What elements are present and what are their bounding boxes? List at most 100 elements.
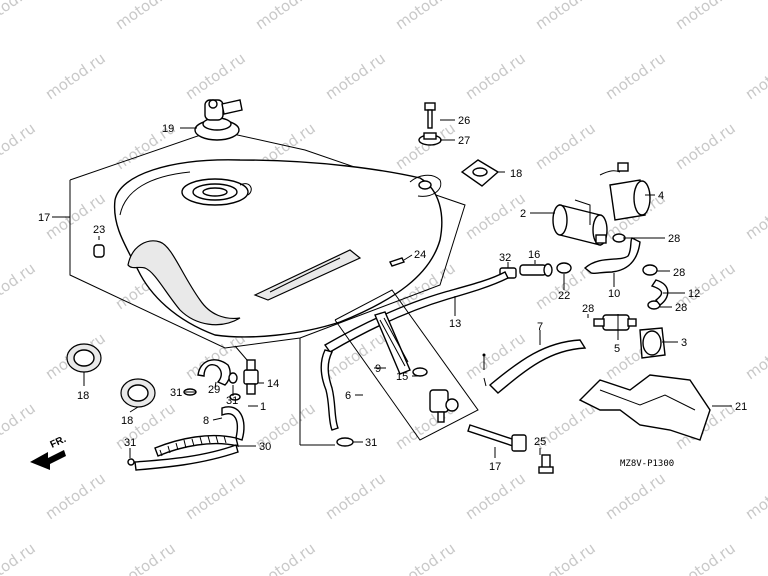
callout-32: 32 bbox=[499, 252, 511, 264]
rubber-18-a bbox=[66, 343, 102, 373]
clamp-21 bbox=[556, 262, 572, 274]
rubber-18-b bbox=[120, 378, 156, 408]
leader-lines bbox=[52, 119, 732, 458]
grommet-23 bbox=[93, 244, 105, 258]
rubber-19 bbox=[460, 159, 500, 187]
watermark-text: motod.ru bbox=[0, 539, 39, 576]
callout-25: 25 bbox=[534, 436, 546, 448]
bracket-22 bbox=[578, 374, 711, 441]
fuel-cock bbox=[429, 389, 459, 423]
pump-cushion-4 bbox=[599, 162, 651, 221]
hose-8 bbox=[221, 406, 245, 441]
band-3 bbox=[639, 327, 666, 359]
watermark-text: motod.ru bbox=[392, 0, 459, 33]
watermark-text: motod.ru bbox=[322, 469, 389, 523]
diagram-code: MZ8V-P1300 bbox=[620, 459, 674, 469]
callout-31-c: 31 bbox=[124, 437, 136, 449]
callout-16: 16 bbox=[528, 249, 540, 261]
bolt-25 bbox=[538, 454, 554, 474]
front-arrow: FR. bbox=[30, 434, 68, 470]
watermark-text: motod.ru bbox=[252, 0, 319, 33]
hose-29 bbox=[197, 359, 231, 386]
tank-group-outline bbox=[69, 129, 466, 349]
watermark-text: motod.ru bbox=[602, 469, 669, 523]
callout-22: 21 bbox=[735, 401, 747, 413]
watermark-text: motod.ru bbox=[0, 259, 39, 313]
callout-23: 23 bbox=[93, 224, 105, 236]
watermark-text: motod.ru bbox=[602, 49, 669, 103]
watermark-text: motod.ru bbox=[392, 539, 459, 576]
callout-3: 3 bbox=[681, 337, 687, 349]
callout-11: 13 bbox=[449, 318, 461, 330]
callout-6: 6 bbox=[345, 390, 351, 402]
watermark-text: motod.ru bbox=[742, 329, 768, 383]
watermark-text: motod.ru bbox=[742, 49, 768, 103]
oring-13 bbox=[412, 367, 428, 377]
watermark-text: motod.ru bbox=[112, 0, 179, 33]
callout-15: 17 bbox=[489, 461, 501, 473]
fuel-pump bbox=[552, 199, 608, 246]
valve-group-outline bbox=[334, 289, 479, 441]
fuel-cap bbox=[194, 99, 243, 141]
callout-20: 19 bbox=[162, 123, 174, 135]
watermark-text: motod.ru bbox=[42, 469, 109, 523]
watermark-text: motod.ru bbox=[0, 399, 39, 453]
callout-5: 5 bbox=[614, 343, 620, 355]
callout-24: 24 bbox=[414, 249, 426, 261]
callout-28-d: 28 bbox=[582, 303, 594, 315]
callout-28-c: 28 bbox=[675, 302, 687, 314]
callout-28-b: 28 bbox=[673, 267, 685, 279]
joint-14 bbox=[243, 359, 259, 395]
rod-15 bbox=[467, 424, 527, 452]
clip-31-c bbox=[228, 372, 238, 384]
spring-coils bbox=[159, 435, 227, 457]
strainer-mesh bbox=[379, 317, 409, 367]
callout-26: 26 bbox=[458, 115, 470, 127]
fuel-tank bbox=[113, 159, 443, 338]
callout-1: 1 bbox=[260, 401, 266, 413]
watermark-text: motod.ru bbox=[742, 189, 768, 243]
watermark-text: motod.ru bbox=[182, 469, 249, 523]
bracket-detail bbox=[599, 389, 696, 411]
callout-9: 9 bbox=[375, 363, 381, 375]
clamp-28-b bbox=[642, 264, 658, 276]
callout-12: 12 bbox=[688, 288, 700, 300]
callout-10: 10 bbox=[608, 288, 620, 300]
callout-18-a: 18 bbox=[77, 390, 89, 402]
bolt-26 bbox=[424, 102, 436, 129]
watermark-text: motod.ru bbox=[392, 119, 459, 173]
fuel-filter-5 bbox=[593, 314, 637, 331]
watermark-text: motod.ru bbox=[462, 469, 529, 523]
callout-17: 17 bbox=[38, 212, 50, 224]
watermark-text: motod.ru bbox=[462, 189, 529, 243]
watermark-text: motod.ru bbox=[322, 49, 389, 103]
callout-30: 30 bbox=[259, 441, 271, 453]
watermark-text: motod.ru bbox=[182, 49, 249, 103]
watermark-text: motod.ru bbox=[672, 119, 739, 173]
front-label: FR. bbox=[49, 434, 68, 451]
watermark-text: motod.ru bbox=[672, 0, 739, 33]
watermark-text: motod.ru bbox=[672, 539, 739, 576]
callout-18-b: 18 bbox=[121, 415, 133, 427]
hose-10 bbox=[583, 237, 641, 275]
callout-layer: 19 26 27 18 2 4 28 28 12 28 17 23 24 32 … bbox=[38, 115, 747, 473]
watermark-text: motod.ru bbox=[532, 119, 599, 173]
callout-31-e: 31 bbox=[365, 437, 377, 449]
hose-12 bbox=[650, 279, 669, 306]
watermark-text: motod.ru bbox=[252, 539, 319, 576]
joint-16 bbox=[519, 263, 553, 277]
watermark-text: motod.ru bbox=[742, 469, 768, 523]
callout-31-b: 31 bbox=[226, 395, 238, 407]
drain-tube bbox=[134, 444, 239, 471]
arrow-24 bbox=[389, 257, 405, 267]
hose-6 bbox=[320, 349, 339, 431]
callout-14: 14 bbox=[267, 378, 279, 390]
callout-31-a: 31 bbox=[170, 387, 182, 399]
watermark-text: motod.ru bbox=[532, 0, 599, 33]
watermark-text: motod.ru bbox=[112, 539, 179, 576]
watermark-text: motod.ru bbox=[0, 119, 39, 173]
callout-27: 27 bbox=[458, 135, 470, 147]
callout-19: 18 bbox=[510, 168, 522, 180]
